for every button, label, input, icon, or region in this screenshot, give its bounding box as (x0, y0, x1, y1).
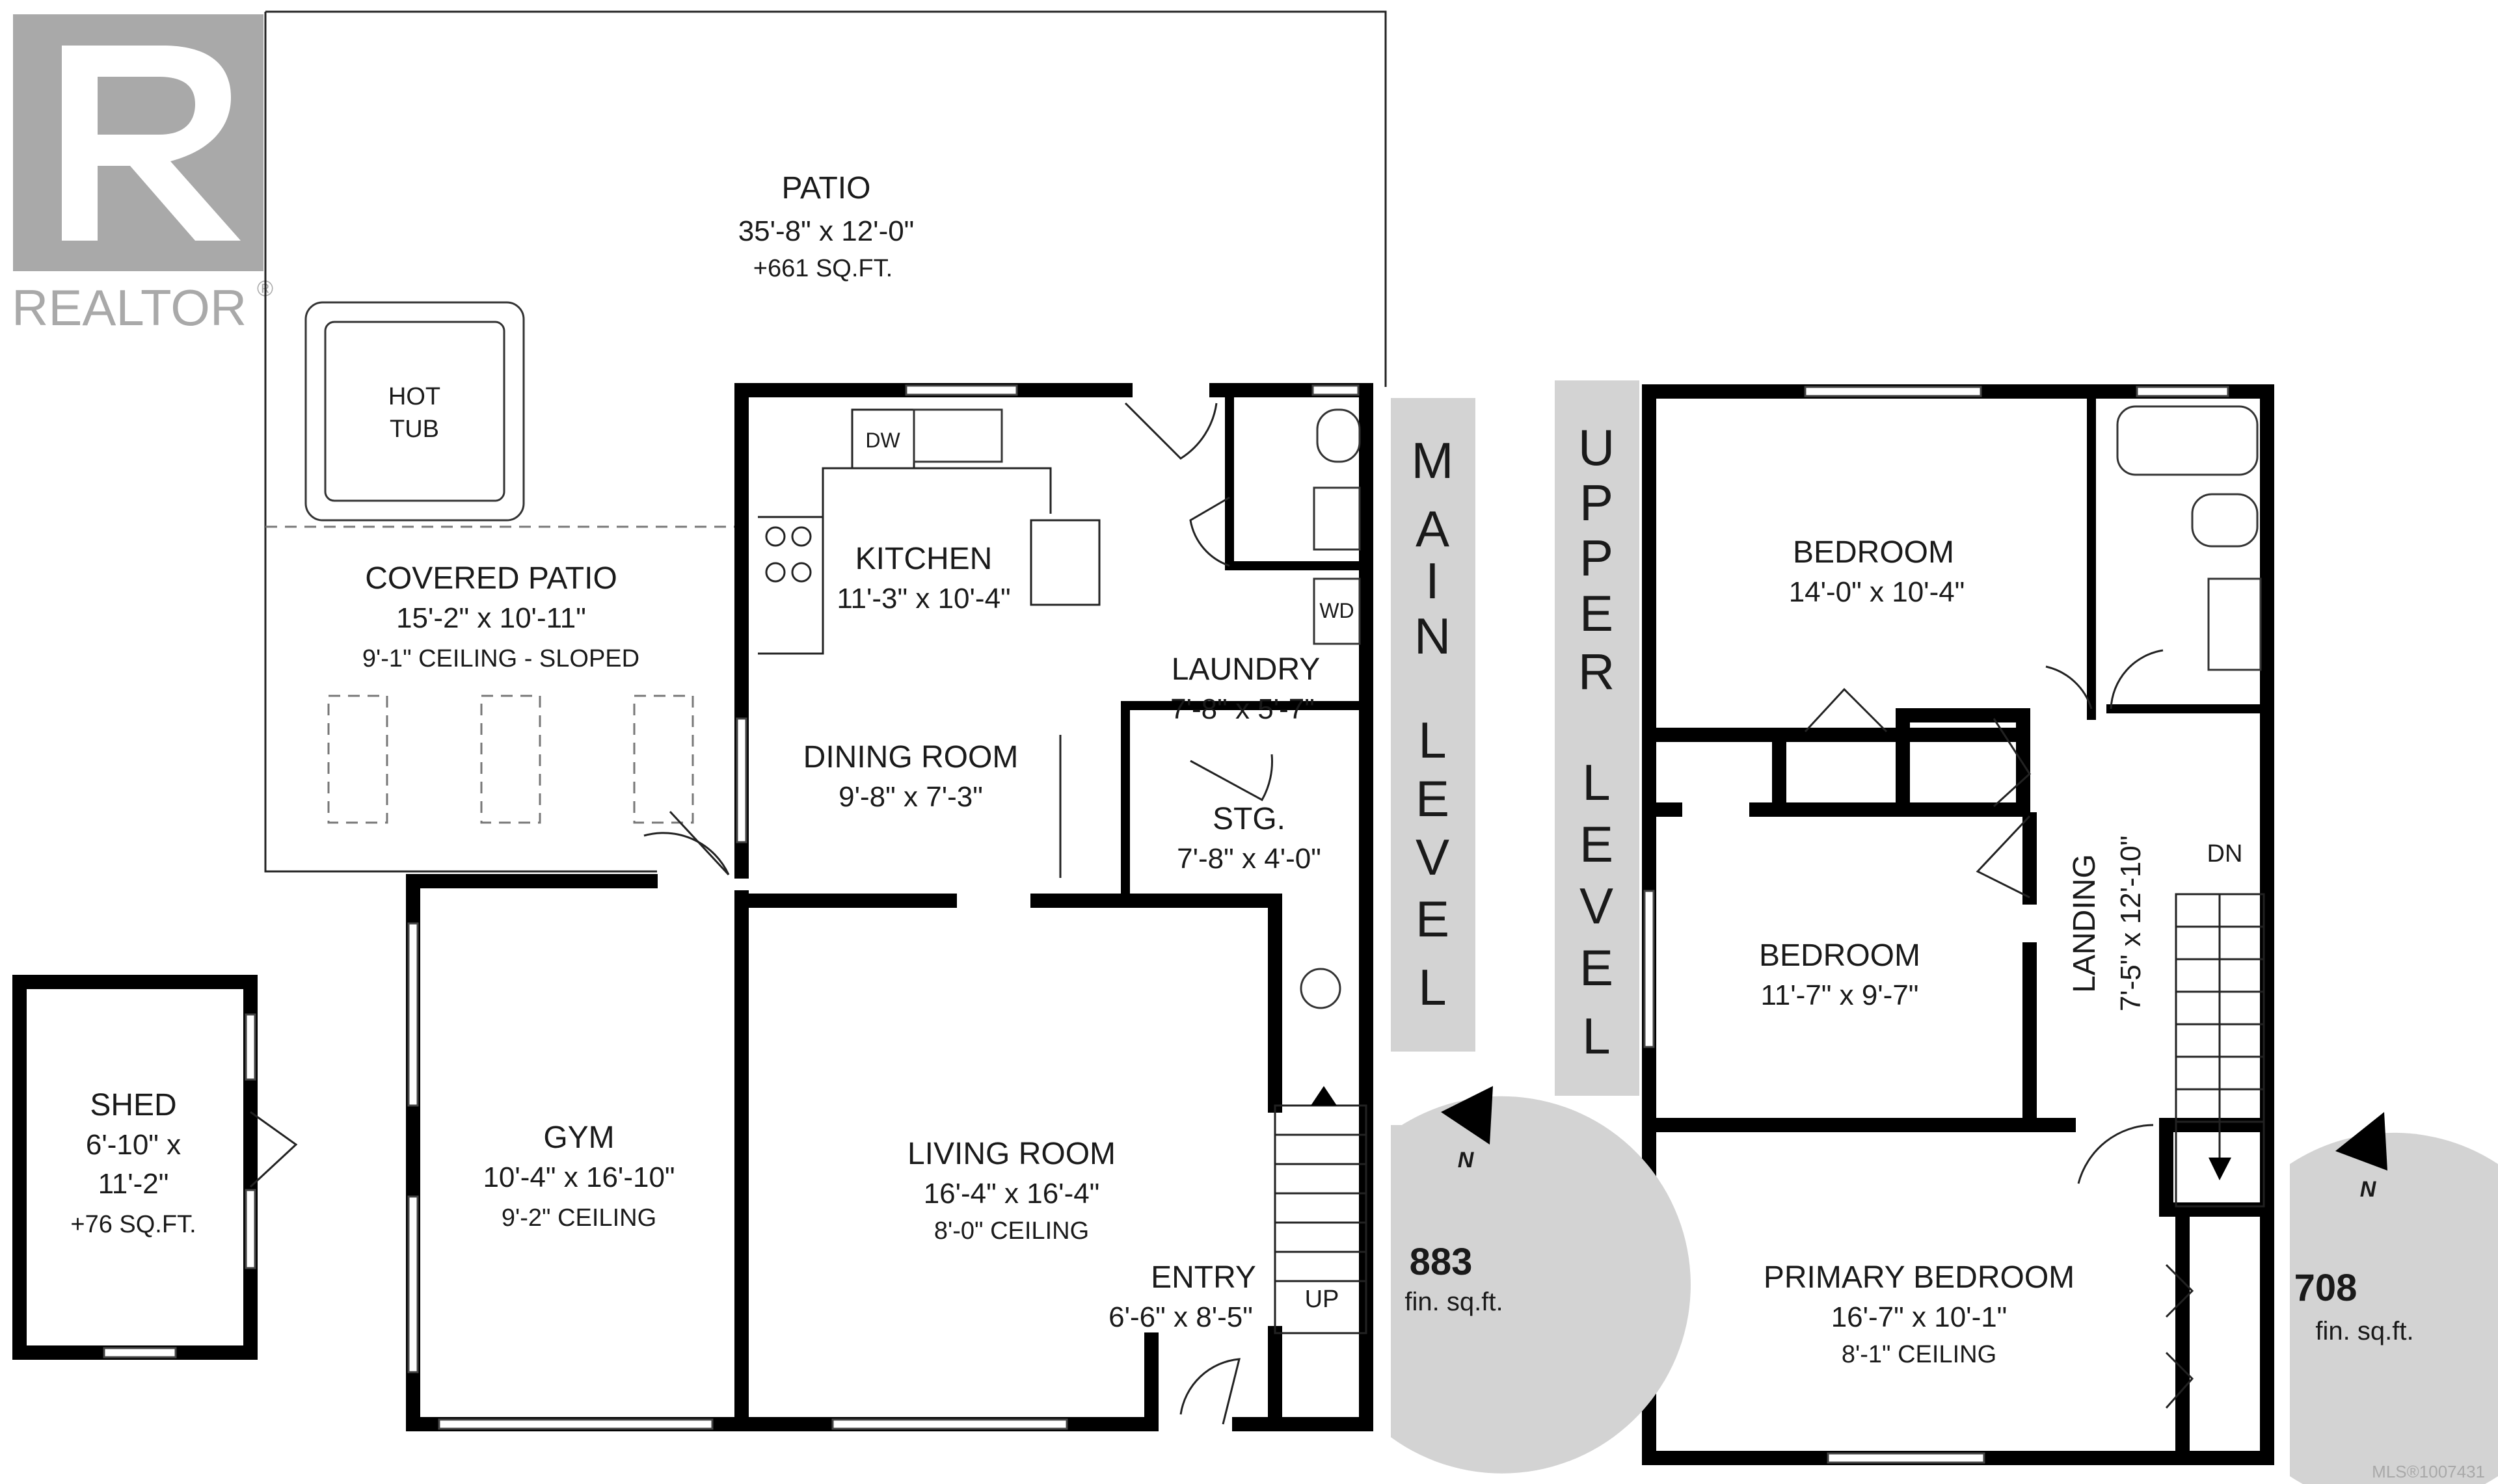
storage-dims: 7'-8" x 4'-0" (1177, 843, 1321, 875)
living-dims: 16'-4" x 16'-4" (924, 1178, 1100, 1210)
dining-name: DINING ROOM (803, 740, 1019, 775)
svg-text:N: N (2360, 1177, 2377, 1202)
shed-area: +76 SQ.FT. (70, 1211, 196, 1238)
washer-dryer-icon (1313, 577, 1361, 645)
sink-icon (913, 408, 1003, 463)
primary-ceiling: 8'-1" CEILING (1842, 1341, 1996, 1368)
svg-text:R: R (1578, 643, 1616, 700)
bathtub-icon (2116, 405, 2259, 476)
shed-dims-line1: 6'-10" x (86, 1129, 181, 1161)
stairs-up-icon (1274, 1086, 1367, 1334)
svg-text:I: I (1425, 552, 1441, 609)
laundry-dims: 7'-8" x 5'-7" (1170, 693, 1315, 725)
svg-text:N: N (1414, 607, 1452, 665)
patio-name: PATIO (782, 171, 871, 205)
stairs-up-label: UP (1305, 1286, 1339, 1313)
primary-dims: 16'-7" x 10'-1" (1831, 1301, 2008, 1333)
main-level-band (1391, 398, 1475, 1052)
shed-name: SHED (90, 1088, 176, 1122)
stairs-down-label: DN (2207, 840, 2243, 868)
north-arrow-icon (1441, 1086, 1493, 1145)
upper-vanity-icon (2207, 577, 2262, 671)
svg-text:L: L (1582, 1007, 1611, 1065)
svg-text:V: V (1579, 877, 1615, 934)
room-labels: PATIO 35'-8" x 12'-0" +661 SQ.FT. HOT TU… (70, 171, 2242, 1368)
patio-area: +661 SQ.FT. (753, 255, 893, 282)
hot-tub-line2: TUB (390, 416, 439, 443)
upper-north-arrow-icon (2335, 1112, 2387, 1171)
svg-text:M: M (1412, 432, 1455, 489)
bedroom2-dims: 11'-7" x 9'-7" (1761, 979, 1919, 1011)
kitchen-name: KITCHEN (855, 542, 993, 576)
upper-level-compass: N 708 fin. sq.ft. (2290, 1112, 2498, 1484)
upper-sqft-value: 708 (2294, 1267, 2357, 1309)
svg-text:V: V (1416, 828, 1451, 886)
landing-dims: 7'-5" x 12'-10" (2115, 836, 2147, 1012)
living-name: LIVING ROOM (907, 1137, 1116, 1171)
upper-level-walls (1642, 384, 2274, 1465)
landing-name: LANDING (2067, 854, 2102, 992)
patio-area (264, 10, 1387, 876)
wd-label: WD (1319, 599, 1354, 622)
upper-level-band (1555, 380, 1639, 1096)
svg-text:U: U (1578, 419, 1616, 476)
gym-ceiling: 9'-2" CEILING (502, 1204, 656, 1232)
svg-text:L: L (1582, 754, 1611, 811)
upper-toilet-icon (2191, 493, 2259, 548)
bedroom2-name: BEDROOM (1759, 938, 1920, 973)
patio-dims: 35'-8" x 12'-0" (738, 215, 915, 247)
living-ceiling: 8'-0" CEILING (934, 1217, 1089, 1245)
main-sqft-value: 883 (1410, 1241, 1473, 1283)
hot-tub-line1: HOT (388, 383, 440, 410)
svg-text:P: P (1579, 474, 1615, 531)
svg-text:L: L (1418, 711, 1447, 769)
bedroom1-dims: 14'-0" x 10'-4" (1789, 576, 1965, 608)
bedroom1-name: BEDROOM (1793, 535, 1954, 570)
svg-text:P: P (1579, 529, 1615, 587)
svg-text:E: E (1416, 890, 1451, 947)
main-level-compass: N 883 fin. sq.ft. (1391, 1086, 1691, 1474)
vanity-icon (1313, 486, 1361, 551)
covered-patio-ceiling: 9'-1" CEILING - SLOPED (362, 645, 639, 672)
covered-patio-name: COVERED PATIO (365, 561, 617, 596)
main-level-walls (406, 383, 1373, 1431)
svg-text:A: A (1416, 500, 1451, 557)
kitchen-dims: 11'-3" x 10'-4" (837, 583, 1010, 615)
shed-door-swing (249, 1111, 298, 1188)
toilet-icon (1316, 408, 1361, 463)
gym-dims: 10'-4" x 16'-10" (483, 1161, 675, 1193)
entry-name: ENTRY (1151, 1260, 1256, 1295)
main-level-label: M A I N L E V E L (1412, 432, 1455, 1016)
stove-icon (765, 526, 786, 547)
svg-text:E: E (1579, 815, 1615, 873)
shed-walls (12, 975, 298, 1360)
dw-label: DW (865, 429, 900, 452)
gym-name: GYM (543, 1120, 614, 1155)
svg-text:E: E (1579, 939, 1615, 996)
primary-name: PRIMARY BEDROOM (1764, 1260, 2075, 1295)
stairs-down-icon (2175, 893, 2265, 1208)
mls-number: MLS®1007431 (2372, 1462, 2485, 1481)
laundry-name: LAUNDRY (1172, 652, 1321, 687)
realtor-logo-text: REALTOR (12, 279, 247, 336)
shed-dims-line2: 11'-2" (98, 1168, 169, 1200)
water-heater-icon (1300, 968, 1341, 1009)
upper-sqft-unit: fin. sq.ft. (2315, 1317, 2413, 1345)
dining-dims: 9'-8" x 7'-3" (839, 781, 983, 813)
upper-level-label: U P P E R L E V E L (1578, 419, 1616, 1065)
covered-patio-dims: 15'-2" x 10'-11" (396, 602, 586, 634)
svg-text:E: E (1416, 770, 1451, 827)
main-sqft-unit: fin. sq.ft. (1404, 1288, 1503, 1316)
storage-name: STG. (1213, 802, 1285, 836)
svg-text:E: E (1579, 585, 1615, 642)
svg-text:L: L (1418, 959, 1447, 1016)
svg-text:N: N (1458, 1148, 1475, 1173)
realtor-logo: REALTOR ® (12, 14, 273, 336)
entry-dims: 6'-6" x 8'-5" (1108, 1301, 1253, 1333)
